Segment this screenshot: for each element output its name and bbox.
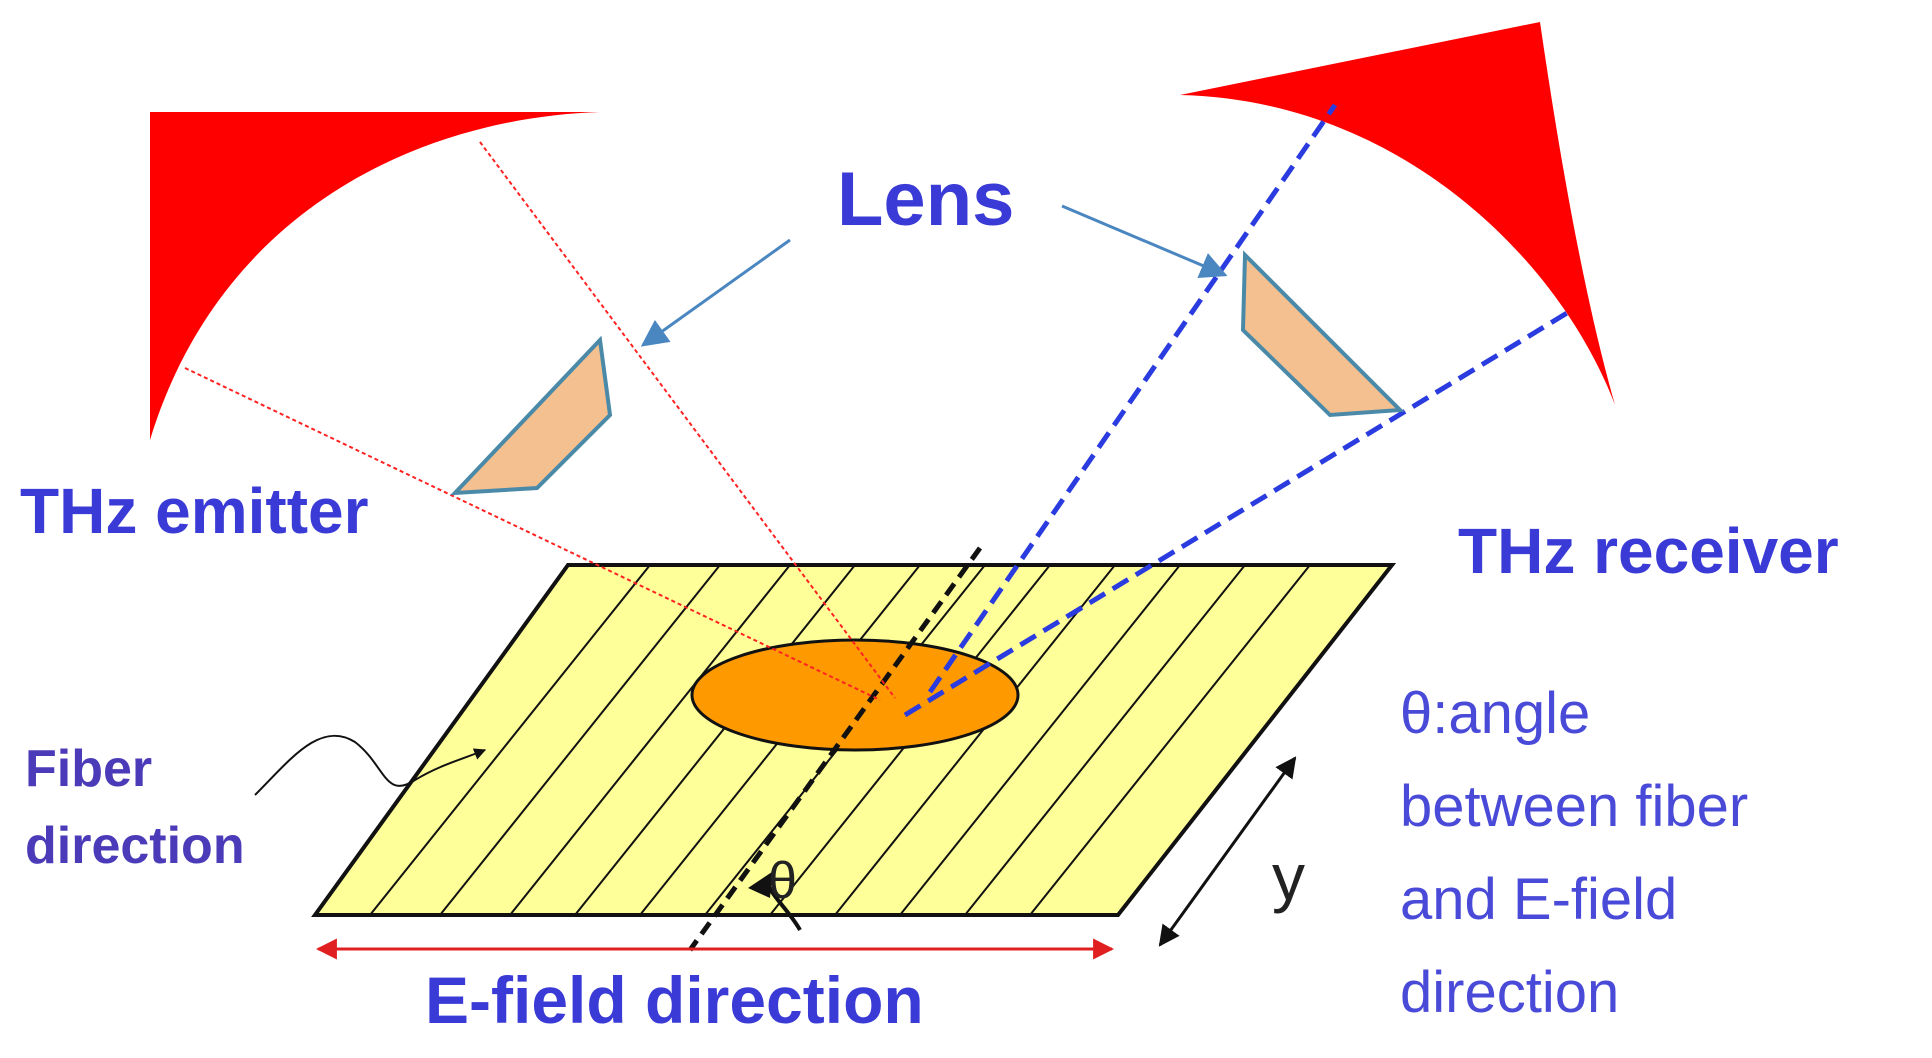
fiber-label-line1: Fiber — [25, 740, 152, 798]
theta-description-line4: direction — [1400, 960, 1619, 1025]
receiver-label: THz receiver — [1458, 515, 1839, 587]
fiber-label-line2: direction — [25, 817, 245, 875]
theta-description-line2: between fiber — [1400, 774, 1748, 839]
receiver-lens — [1240, 250, 1405, 418]
theta-label: θ — [768, 852, 797, 910]
emitter-label: THz emitter — [20, 475, 369, 547]
lens-pointer-left-arrow-icon — [640, 238, 791, 347]
emitter-beam — [184, 141, 896, 701]
beam-spot — [690, 638, 1020, 752]
lens-pointer-right-arrow-icon — [1061, 204, 1228, 278]
lens-label: Lens — [837, 157, 1014, 242]
emitter-lens — [450, 335, 613, 496]
y-double-arrow-icon — [1158, 756, 1297, 947]
fiber-lines — [369, 565, 1311, 915]
receiver-mirror — [1180, 22, 1615, 405]
theta-description-line3: and E-field — [1400, 867, 1677, 932]
theta-description-line1: θ:angle — [1400, 681, 1590, 746]
receiver-beam — [903, 103, 1574, 718]
center-reference-line — [687, 546, 983, 952]
y-label: y — [1272, 840, 1305, 914]
fiber-pointer-arrow-icon — [254, 734, 487, 796]
theta-arc-head-icon — [748, 872, 772, 898]
emitter-mirror — [150, 112, 600, 440]
efield-label: E-field direction — [425, 963, 924, 1037]
